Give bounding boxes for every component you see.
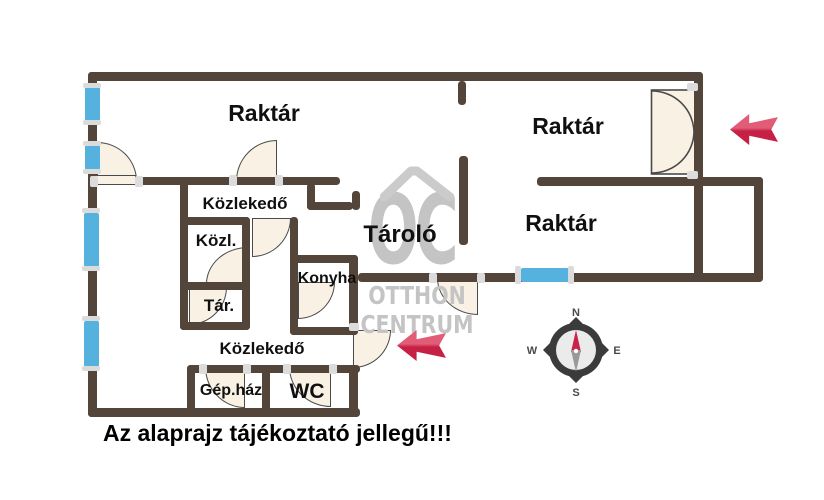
- wall-segment: [349, 255, 358, 335]
- room-label-wc: WC: [289, 380, 325, 403]
- wall-segment: [307, 202, 353, 210]
- window: [85, 145, 100, 170]
- door-frame-mark: [275, 175, 283, 186]
- door-frame-mark: [687, 171, 698, 179]
- window: [85, 87, 100, 121]
- window: [84, 213, 99, 267]
- wall-segment: [349, 365, 358, 417]
- compass-label-e: E: [613, 345, 620, 357]
- door-frame-mark: [429, 273, 437, 283]
- door-frame-mark: [243, 364, 251, 374]
- room-label-konyha: Konyha: [297, 270, 357, 287]
- window: [521, 268, 569, 282]
- wall-segment: [180, 322, 250, 330]
- wall-segment: [180, 177, 188, 330]
- wall-segment: [88, 72, 703, 81]
- watermark-line2: CENTRUM: [360, 310, 474, 339]
- room-label-raktar-top-left: Raktár: [228, 100, 300, 126]
- door-frame-mark: [477, 273, 485, 283]
- wall-segment: [754, 177, 763, 281]
- wall-segment: [537, 177, 763, 186]
- window: [84, 321, 99, 367]
- door-frame-mark: [229, 175, 237, 186]
- compass-rose: N S W E: [527, 307, 621, 399]
- window-cap: [83, 141, 101, 146]
- wall-segment: [180, 282, 250, 290]
- compass-needle-north: [571, 330, 581, 352]
- door-frame-mark: [329, 364, 337, 374]
- entrance-arrow-icon: [730, 114, 778, 145]
- wall-segment: [187, 365, 360, 373]
- compass-needle-south: [571, 350, 581, 372]
- compass-pivot: [573, 348, 579, 354]
- wall-segment: [307, 183, 315, 210]
- window-cap: [83, 120, 101, 125]
- room-label-kozlekedo-bottom: Közlekedő: [219, 339, 305, 358]
- window-cap: [515, 266, 521, 284]
- window-cap: [83, 83, 101, 88]
- window-cap: [83, 169, 101, 174]
- wall-segment: [242, 217, 250, 330]
- watermark-roof-icon: [380, 166, 454, 201]
- door-frame-mark: [283, 364, 291, 374]
- door-frame-mark: [135, 176, 143, 187]
- wall-segment: [290, 217, 298, 335]
- wall-segment: [352, 191, 360, 210]
- door-frame-mark: [199, 364, 207, 374]
- room-label-kozlekedo-top: Közlekedő: [202, 194, 288, 213]
- room-label-kozl: Közl.: [195, 231, 237, 250]
- room-label-tarolo: Tároló: [363, 221, 437, 248]
- wall-segment: [187, 365, 195, 417]
- compass-label-n: N: [572, 307, 580, 319]
- window-cap: [82, 208, 100, 213]
- room-label-raktar-top-right: Raktár: [532, 113, 604, 139]
- compass-label-s: S: [572, 387, 579, 399]
- door-leaf: [95, 175, 136, 185]
- wall-segment: [290, 327, 358, 335]
- watermark-line1: OTTHON: [368, 281, 466, 310]
- window-cap: [82, 266, 100, 271]
- compass-label-w: W: [527, 345, 538, 357]
- double-door-swing: [650, 89, 697, 175]
- wall-segment: [290, 255, 358, 263]
- window-cap: [82, 366, 100, 371]
- wall-segment: [459, 156, 468, 245]
- door-swing: [252, 218, 291, 257]
- door-frame-mark: [90, 176, 98, 187]
- door-swing: [236, 140, 277, 181]
- wall-segment: [88, 408, 360, 417]
- window-cap: [82, 316, 100, 321]
- room-label-tar: Tár.: [203, 296, 235, 315]
- door-frame-mark: [349, 323, 359, 331]
- disclaimer-text: Az alaprajz tájékoztató jellegű!!!: [103, 420, 452, 446]
- wall-segment: [458, 81, 466, 105]
- room-label-raktar-bottom-right: Raktár: [525, 210, 597, 236]
- wall-segment: [262, 365, 270, 417]
- wall-segment: [180, 217, 250, 225]
- wall-segment: [694, 72, 703, 281]
- window-cap: [568, 266, 574, 284]
- room-label-gephaz: Gép.ház: [199, 382, 263, 399]
- door-frame-mark: [687, 83, 698, 91]
